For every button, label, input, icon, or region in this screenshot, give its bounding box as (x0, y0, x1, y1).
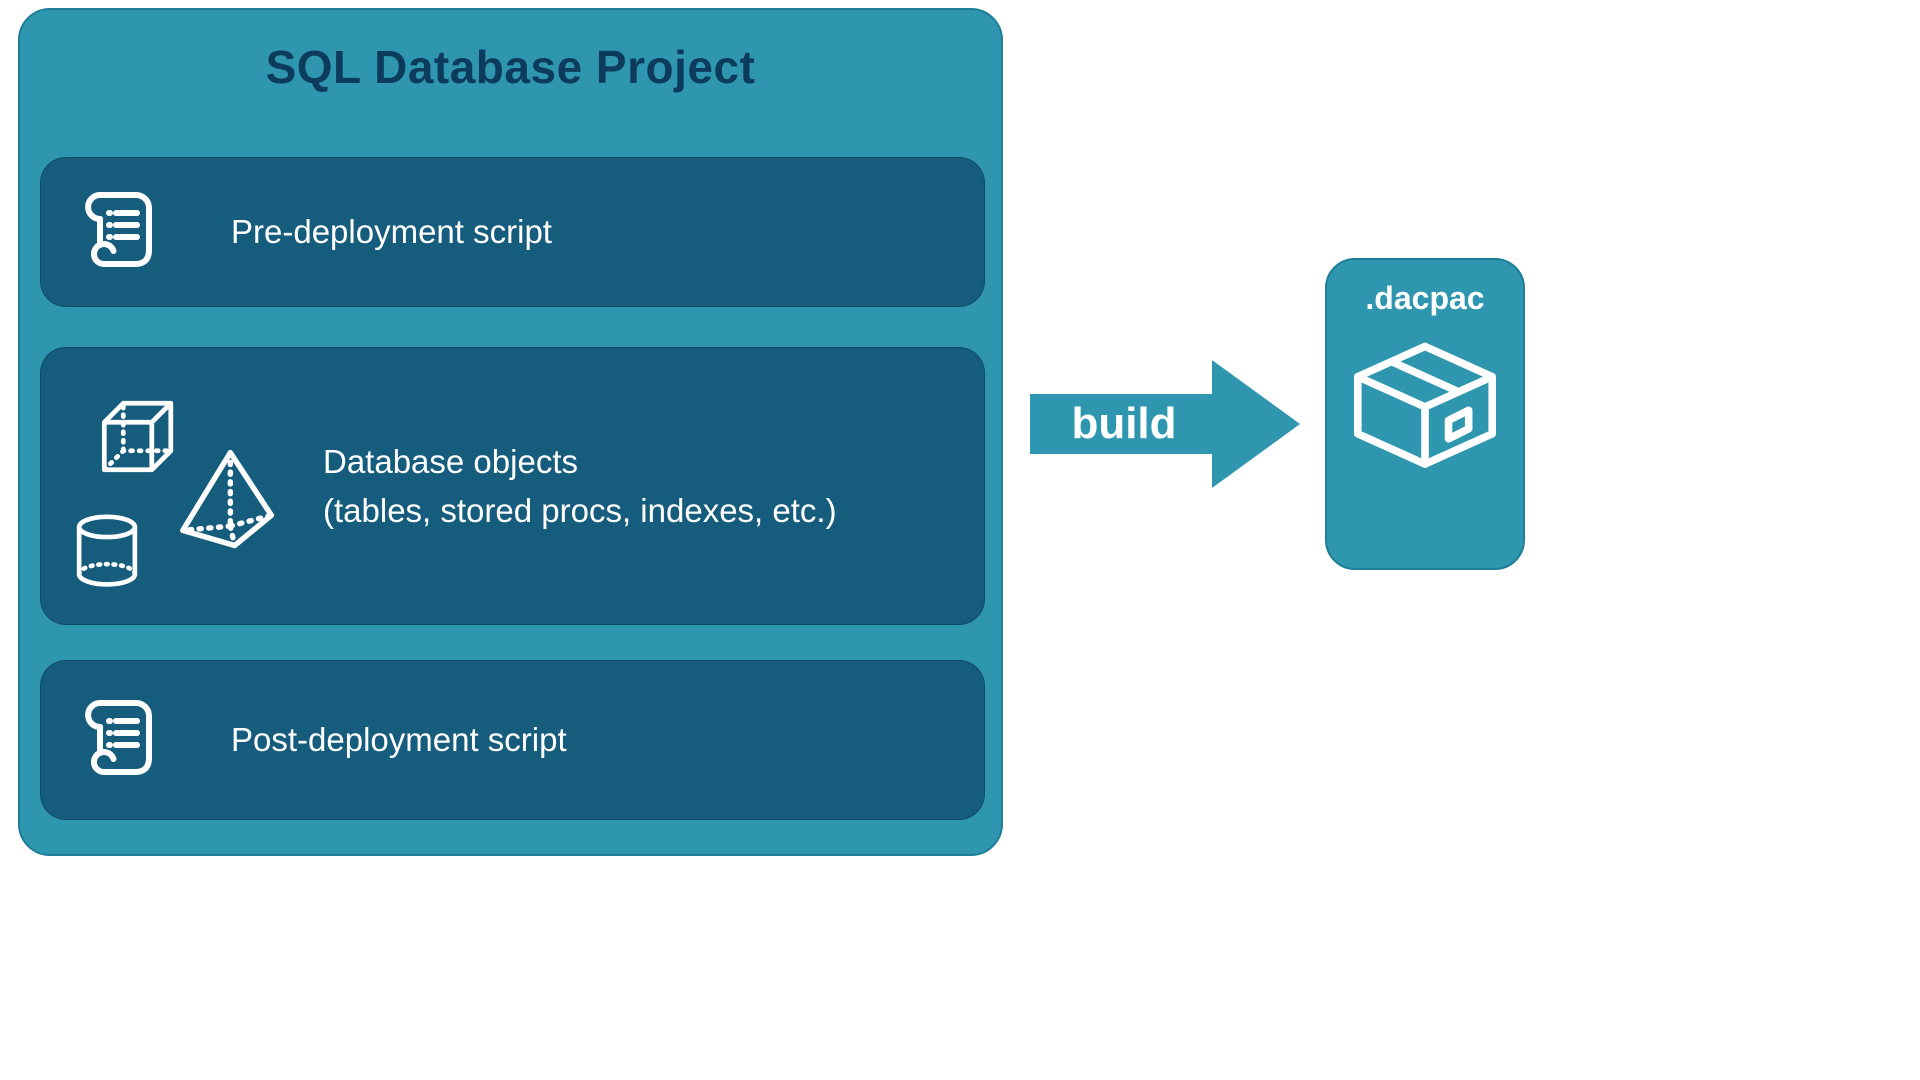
database-objects-label-line1: Database objects (323, 442, 578, 480)
dacpac-box: .dacpac (1325, 258, 1525, 570)
arrow-shape-icon (1030, 360, 1300, 488)
database-objects-label-line2: (tables, stored procs, indexes, etc.) (323, 492, 837, 529)
build-arrow-label: build (1071, 399, 1177, 448)
cube-icon (91, 390, 186, 485)
post-deployment-script-row: Post-deployment script (40, 660, 985, 820)
pre-deployment-script-label: Pre-deployment script (231, 213, 552, 251)
package-icon (1341, 333, 1509, 501)
post-deployment-script-label: Post-deployment script (231, 721, 567, 759)
project-title: SQL Database Project (265, 41, 756, 93)
database-objects-icons (57, 362, 307, 610)
scroll-icon (69, 690, 169, 790)
dacpac-label: .dacpac (1365, 280, 1485, 316)
database-cylinder-icon (69, 508, 145, 600)
pre-deployment-script-row: Pre-deployment script (40, 157, 985, 307)
sql-database-project-box: SQL Database Project Pre-deployment scri… (18, 8, 1003, 856)
database-objects-row: Database objects (tables, stored procs, … (40, 347, 985, 625)
build-arrow: build (1030, 354, 1300, 494)
scroll-icon (69, 182, 169, 282)
pyramid-icon (172, 444, 280, 552)
database-objects-label: Database objects (tables, stored procs, … (323, 437, 837, 536)
